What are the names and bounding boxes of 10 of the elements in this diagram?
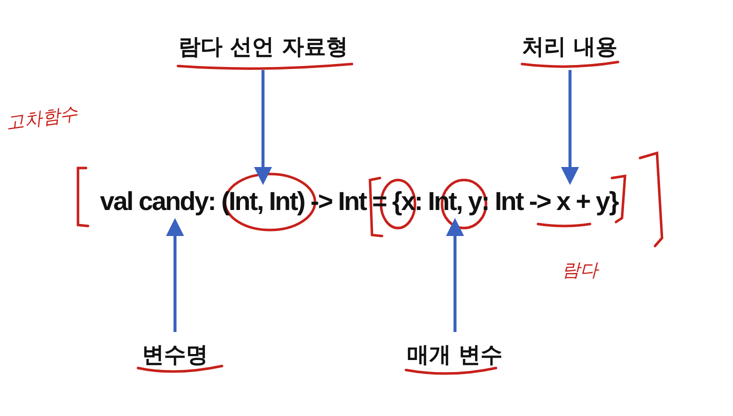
annotation-label: 처리 내용 <box>522 32 618 62</box>
arrow <box>254 70 272 185</box>
arrow <box>561 70 579 185</box>
annotation-label: 변수명 <box>142 340 208 370</box>
annotation-label: 매개 변수 <box>407 340 503 370</box>
handwritten-note: 고차함수 <box>4 102 80 135</box>
handwritten-note: 람다 <box>562 259 598 282</box>
arrow <box>446 218 464 332</box>
annotation-label: 람다 선언 자료형 <box>178 32 348 62</box>
arrow <box>166 218 184 332</box>
